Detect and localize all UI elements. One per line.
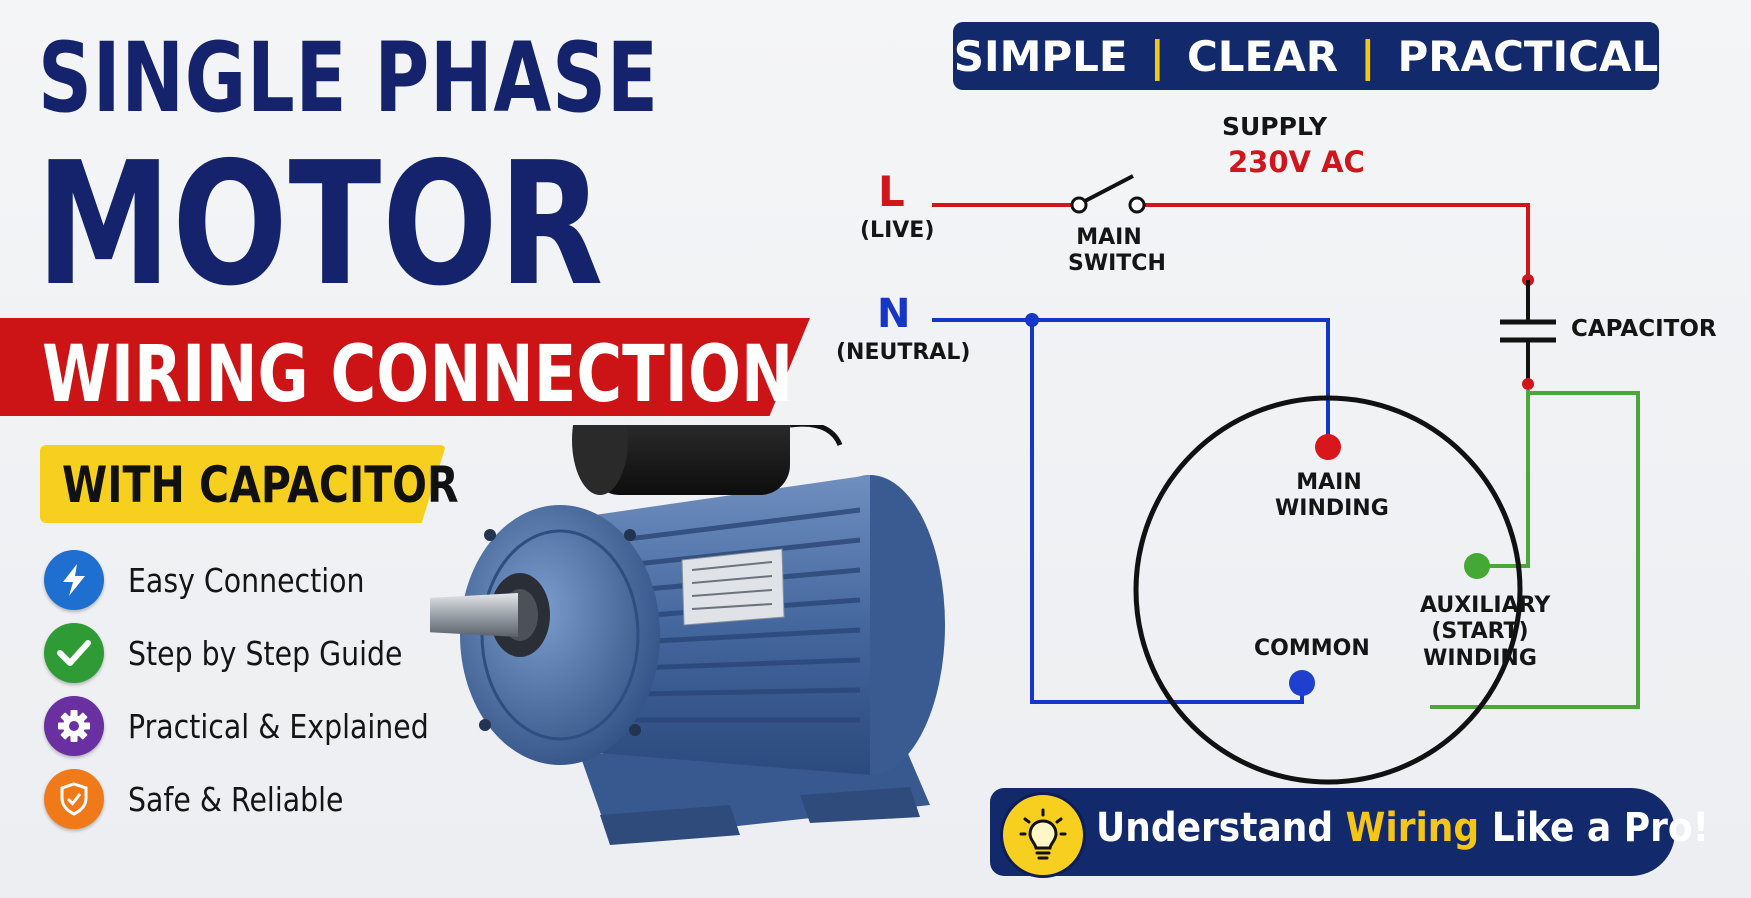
- tagline-separator: |: [1149, 31, 1165, 81]
- aux-winding-line: AUXILIARY: [1420, 593, 1551, 618]
- common-label: COMMON: [1254, 636, 1370, 661]
- red-banner: [0, 318, 810, 416]
- capacitor-symbol: [1500, 274, 1556, 390]
- live-wire: [932, 203, 1530, 385]
- feature-label: Easy Connection: [128, 560, 365, 600]
- supply-label: SUPPLY: [1222, 112, 1328, 141]
- gear-icon: [44, 696, 104, 756]
- switch-label-line: MAIN: [1076, 225, 1142, 250]
- neutral-label: (NEUTRAL): [836, 340, 971, 365]
- switch-label: MAIN SWITCH: [1068, 225, 1166, 278]
- feature-label: Safe & Reliable: [128, 779, 344, 819]
- lightning-icon: [44, 550, 104, 610]
- tagline-pill: SIMPLE | CLEAR | PRACTICAL: [953, 22, 1659, 90]
- capacitor-label: CAPACITOR: [1571, 316, 1717, 342]
- auxiliary-wire: [1430, 390, 1640, 709]
- capacitor-badge: [40, 445, 446, 523]
- cta-prefix: Understand: [1096, 805, 1346, 851]
- cta-text: Understand Wiring Like a Pro!: [1096, 805, 1709, 851]
- aux-winding-line: (START): [1431, 619, 1529, 645]
- common-terminal: [1289, 670, 1315, 696]
- shield-icon: [44, 769, 104, 829]
- title-single-phase: SINGLE PHASE: [38, 22, 659, 134]
- cta-suffix: Like a Pro!: [1479, 805, 1710, 851]
- feature-label: Practical & Explained: [128, 706, 429, 746]
- cta-pill: [990, 788, 1675, 876]
- cta-highlight: Wiring: [1345, 805, 1480, 851]
- feature-practical: Practical & Explained: [44, 695, 478, 757]
- aux-winding-line: WINDING: [1423, 645, 1537, 671]
- check-icon: [44, 623, 104, 683]
- title-wiring-connection: WIRING CONNECTION: [42, 330, 794, 420]
- live-label: (LIVE): [860, 218, 935, 243]
- lightbulb-icon: [1000, 792, 1086, 878]
- main-switch: [1070, 174, 1146, 214]
- switch-label-line: SWITCH: [1068, 251, 1166, 277]
- tagline-word: SIMPLE: [953, 31, 1128, 81]
- live-letter: L: [878, 167, 905, 216]
- main-winding-line: WINDING: [1275, 496, 1389, 522]
- motor-illustration: [430, 425, 945, 845]
- feature-label: Step by Step Guide: [128, 633, 403, 673]
- tagline-separator: |: [1360, 31, 1376, 81]
- main-winding-label: MAIN WINDING: [1275, 470, 1389, 523]
- neutral-letter: N: [877, 291, 911, 337]
- aux-winding-label: AUXILIARY (START) WINDING: [1420, 593, 1551, 672]
- motor-winding-circle: [1133, 395, 1523, 785]
- capacitor-badge-text: WITH CAPACITOR: [62, 456, 459, 514]
- tagline-word: PRACTICAL: [1397, 31, 1659, 81]
- main-winding-line: MAIN: [1296, 470, 1362, 495]
- main-winding-terminal: [1315, 434, 1341, 460]
- feature-step-by-step: Step by Step Guide: [44, 622, 447, 684]
- aux-winding-terminal: [1464, 553, 1490, 579]
- feature-easy-connection: Easy Connection: [44, 549, 403, 611]
- tagline-word: CLEAR: [1186, 31, 1339, 81]
- title-motor: MOTOR: [36, 126, 605, 324]
- feature-safe: Safe & Reliable: [44, 768, 379, 830]
- supply-voltage: 230V AC: [1228, 145, 1365, 179]
